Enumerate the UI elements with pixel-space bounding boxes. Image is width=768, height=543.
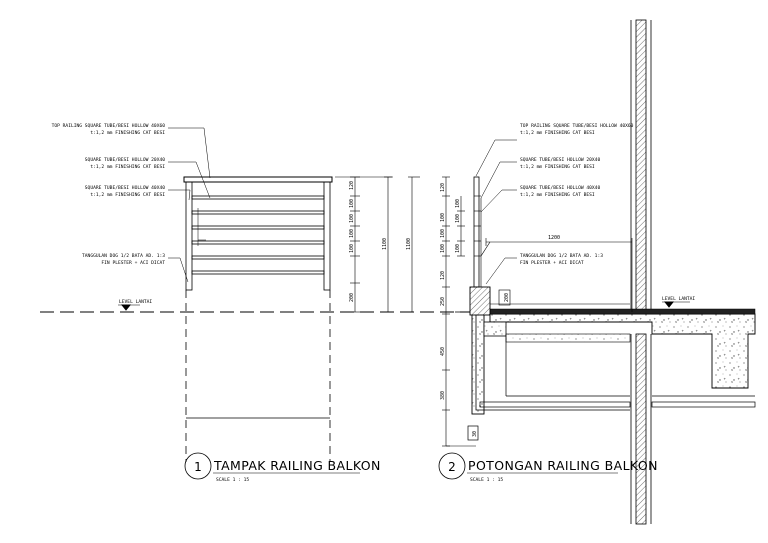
callout-tube-40x40-2: t:1,2 mm FINISHING CAT BESI (90, 192, 165, 198)
post-left (185, 181, 193, 291)
ceiling-plate-2 (651, 401, 756, 408)
dim-e-1: 120 (349, 181, 355, 190)
s-callout-curb-1: TANGGULAN DOG 1/2 BATA AD. 1:3 (520, 253, 603, 259)
level-marker-2 (662, 301, 690, 308)
callout-tube-20x40-1: SQUARE TUBE/BESI HOLLOW 20X40 (85, 157, 165, 163)
title-number-2: 2 (448, 460, 456, 474)
beam-a (483, 321, 507, 337)
dim-s-4: 100 (440, 244, 446, 253)
dim-total: 1100 (382, 238, 388, 250)
top-rail (183, 176, 333, 183)
floor-slab (472, 313, 756, 389)
scale-2: SCALE 1 : 15 (470, 477, 503, 483)
dim-total-2: 1100 (406, 238, 412, 250)
dim-e-3: 100 (349, 214, 355, 223)
callout-curb-2: FIN PLESTER + ACI DICAT (101, 260, 165, 266)
dim-slab: 450 (440, 347, 446, 356)
title-block-1: 1 TAMPAK RAILING BALKON SCALE 1 : 15 (184, 452, 381, 483)
s-callout-tube-20x40-2: t:1,2 mm FINISHING CAT BESI (520, 164, 595, 170)
title-number-1: 1 (194, 460, 202, 474)
section-leaders (475, 139, 517, 285)
dim-s-1: 120 (440, 183, 446, 192)
s-callout-top-rail-2: t:1,2 mm FINISHING CAT BESI (520, 130, 595, 136)
section-callouts: TOP RAILING SQUARE TUBE/BESI HOLLOW 40X6… (520, 123, 695, 302)
width-dimension (480, 238, 633, 312)
dim-si-1: 100 (455, 199, 461, 208)
railing-elevation (40, 127, 470, 462)
dim-s-3: 100 (440, 229, 446, 238)
wall-upper (635, 19, 647, 311)
slab-bottom (471, 313, 485, 415)
elevation-dashed-outline (185, 290, 331, 462)
elevation-dimensions: 120 100 100 100 100 200 1100 1100 (349, 181, 412, 302)
post-right (323, 181, 331, 291)
dim-e-5: 100 (349, 244, 355, 253)
level-label-2: LEVEL LANTAI (662, 296, 695, 302)
level-marker-1 (118, 304, 140, 311)
elevation-callouts: TOP RAILING SQUARE TUBE/BESI HOLLOW 40X6… (52, 123, 166, 305)
dim-beam: 380 (440, 391, 446, 400)
callout-curb-1: TANGGULAN DOG 1/2 BATA AD. 1:3 (82, 253, 165, 259)
callout-top-rail-1: TOP RAILING SQUARE TUBE/BESI HOLLOW 40X6… (52, 123, 166, 129)
dim-si-2: 100 (455, 214, 461, 223)
title-2: POTONGAN RAILING BALKON (468, 458, 658, 473)
floor-finish (489, 308, 756, 315)
callout-tube-20x40-2: t:1,2 mm FINISHING CAT BESI (90, 164, 165, 170)
dim-bottom: 30 (472, 431, 478, 437)
dim-e-4: 100 (349, 229, 355, 238)
dim-width: 1200 (548, 235, 560, 241)
dim-s-5: 120 (440, 271, 446, 280)
section-post (473, 176, 480, 288)
railing-section (440, 19, 756, 525)
section-tubes (474, 195, 481, 257)
dim-curb: 200 (504, 293, 510, 302)
bottom-stub (467, 425, 479, 441)
dim-s-2: 100 (440, 213, 446, 222)
title-1: TAMPAK RAILING BALKON (213, 458, 381, 473)
elevation-dimension-chain (335, 176, 420, 313)
curb (469, 286, 491, 316)
beam-b (505, 333, 631, 343)
callout-top-rail-2: t:1,2 mm FINISHING CAT BESI (90, 130, 165, 136)
wall-lower (635, 333, 647, 525)
curb-dim-box (498, 289, 511, 306)
s-callout-tube-40x40-2: t:1,2 mm FINISHING CAT BESI (520, 192, 595, 198)
section-dimension-chain (442, 176, 476, 447)
s-callout-tube-20x40-1: SQUARE TUBE/BESI HOLLOW 20X40 (520, 157, 600, 163)
s-callout-tube-40x40-1: SQUARE TUBE/BESI HOLLOW 40X40 (520, 185, 600, 191)
s-callout-curb-2: FIN PLESTER + ACI DICAT (520, 260, 584, 266)
ceiling-plate (479, 401, 631, 408)
dim-e-6: 200 (349, 293, 355, 302)
dim-s-6: 250 (440, 297, 446, 306)
elevation-leaders (168, 127, 211, 283)
dim-e-2: 100 (349, 199, 355, 208)
title-block-2: 2 POTONGAN RAILING BALKON SCALE 1 : 15 (438, 452, 658, 483)
horizontal-tubes (191, 195, 325, 275)
s-callout-top-rail-1: TOP RAILING SQUARE TUBE/BESI HOLLOW 40X6… (520, 123, 634, 129)
callout-tube-40x40-1: SQUARE TUBE/BESI HOLLOW 40X40 (85, 185, 165, 191)
dim-si-3: 100 (455, 244, 461, 253)
scale-1: SCALE 1 : 15 (216, 477, 249, 483)
level-label-1: LEVEL LANTAI (119, 299, 152, 305)
section-dimensions: 120 100 100 100 120 250 100 100 100 200 … (440, 183, 560, 437)
